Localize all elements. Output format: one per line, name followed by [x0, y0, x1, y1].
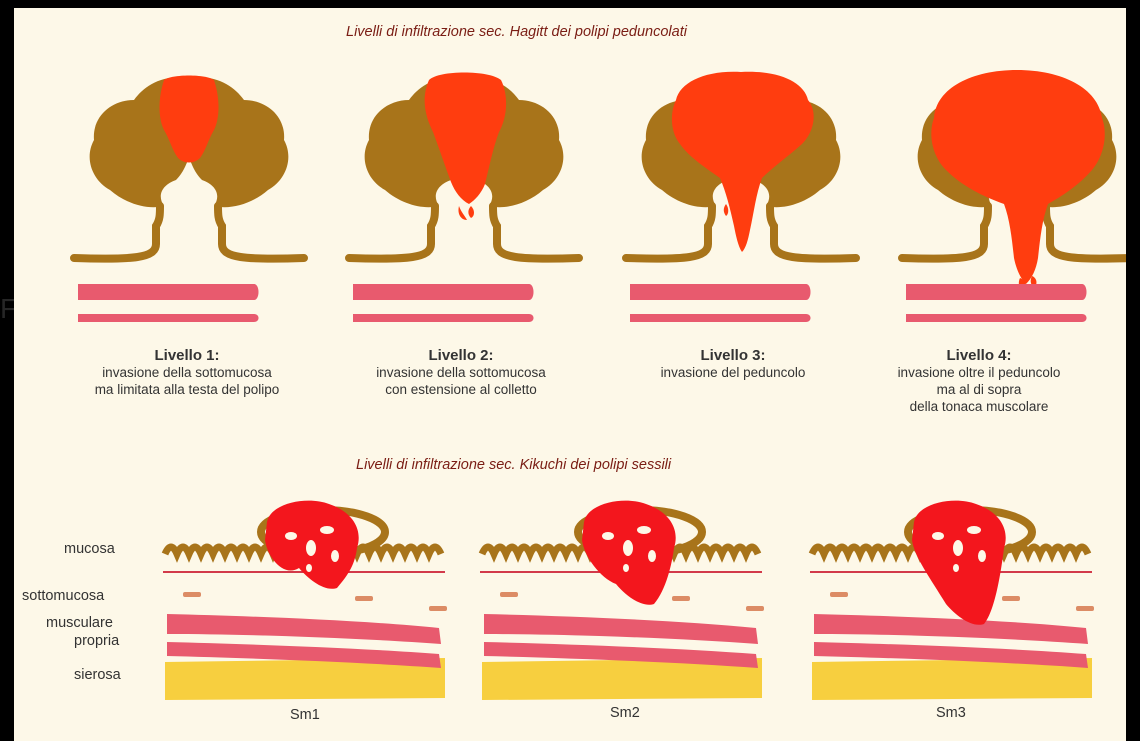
tumor-lumen: [932, 532, 944, 540]
layer-label-mucosa: mucosa: [64, 541, 115, 557]
tumor-lumen: [623, 564, 629, 572]
kikuchi-panel-sm3: [810, 501, 1094, 700]
tumor-lumen: [623, 540, 633, 556]
kikuchi-panel-sm1: [163, 501, 447, 700]
polyp-stalk-right: [218, 206, 304, 259]
muscle-band-lower: [630, 314, 811, 322]
level-4-line-3: della tonaca muscolare: [834, 398, 1124, 415]
kikuchi-panel-sm2: [480, 501, 764, 700]
submucosa-vessel: [355, 596, 373, 601]
muscle-band-lower: [353, 314, 534, 322]
kikuchi-title: Livelli di infiltrazione sec. Kikuchi de…: [356, 457, 671, 473]
tumor-lumen: [285, 532, 297, 540]
edge-glyph: F: [0, 293, 14, 325]
muscle-band-upper: [906, 284, 1087, 300]
submucosa-vessel: [1002, 596, 1020, 601]
level-1-caption: Livello 1: invasione della sottomucosa m…: [42, 347, 332, 398]
tumor-lumen: [602, 532, 614, 540]
tumor-lumen: [953, 564, 959, 572]
level-1-line-1: invasione della sottomucosa: [42, 364, 332, 381]
submucosa-vessel: [830, 592, 848, 597]
level-2-line-2: con estensione al colletto: [316, 381, 606, 398]
sessile-tumor-mass: [912, 501, 1006, 625]
submucosa-vessel: [429, 606, 447, 611]
level-2-line-1: invasione della sottomucosa: [316, 364, 606, 381]
level-4-line-1: invasione oltre il peduncolo: [834, 364, 1124, 381]
diagram-canvas: Livelli di infiltrazione sec. Hagitt dei…: [14, 8, 1126, 741]
tumor-fragment: [468, 206, 474, 218]
layer-label-sierosa: sierosa: [74, 667, 121, 683]
muscle-band-lower: [78, 314, 259, 322]
layer-label-sottomucosa: sottomucosa: [22, 588, 104, 604]
muscularis-band-upper: [484, 614, 758, 644]
submucosa-vessel: [183, 592, 201, 597]
polyp-stalk-left: [902, 206, 988, 259]
level-2-name: Livello 2:: [316, 347, 606, 364]
tumor-invasion: [931, 70, 1104, 284]
tumor-lumen: [953, 540, 963, 556]
tumor-fragment: [458, 206, 467, 220]
tumor-lumen: [648, 550, 656, 562]
level-4-caption: Livello 4: invasione oltre il peduncolo …: [834, 347, 1124, 415]
level-2-caption: Livello 2: invasione della sottomucosa c…: [316, 347, 606, 398]
tumor-lumen: [306, 564, 312, 572]
muscularis-band-upper: [167, 614, 441, 644]
level-4-name: Livello 4:: [834, 347, 1124, 364]
tumor-fragment: [724, 204, 729, 216]
muscularis-band-upper: [814, 614, 1088, 644]
hagitt-polyp-level-1: [74, 76, 304, 323]
tumor-lumen: [320, 526, 334, 534]
muscle-band-upper: [78, 284, 259, 300]
submucosa-vessel: [746, 606, 764, 611]
stage-label-sm2: Sm2: [610, 705, 640, 721]
stage-label-sm1: Sm1: [290, 707, 320, 723]
level-1-line-2: ma limitata alla testa del polipo: [42, 381, 332, 398]
hagitt-title: Livelli di infiltrazione sec. Hagitt dei…: [346, 24, 687, 40]
tumor-lumen: [978, 550, 986, 562]
hagitt-polyp-level-2: [349, 73, 579, 323]
muscle-band-upper: [353, 284, 534, 300]
polyp-stalk-right: [770, 206, 856, 259]
polyp-stalk-right: [493, 206, 579, 259]
muscle-band-upper: [630, 284, 811, 300]
layer-label-propria: propria: [74, 633, 119, 649]
polyp-stalk-left: [349, 206, 435, 259]
level-4-line-2: ma al di sopra: [834, 381, 1124, 398]
submucosa-vessel: [500, 592, 518, 597]
hagitt-polyp-level-3: [626, 72, 856, 322]
tumor-lumen: [331, 550, 339, 562]
tumor-lumen: [967, 526, 981, 534]
stage-label-sm3: Sm3: [936, 705, 966, 721]
polyp-stalk-right: [1046, 206, 1126, 259]
polyp-stalk-left: [74, 206, 160, 259]
level-1-name: Livello 1:: [42, 347, 332, 364]
layer-label-musculare: musculare: [46, 615, 113, 631]
submucosa-vessel: [1076, 606, 1094, 611]
polyp-stalk-left: [626, 206, 712, 259]
tumor-lumen: [306, 540, 316, 556]
muscle-band-lower: [906, 314, 1087, 322]
tumor-lumen: [637, 526, 651, 534]
submucosa-vessel: [672, 596, 690, 601]
hagitt-polyp-level-4: [902, 70, 1126, 322]
